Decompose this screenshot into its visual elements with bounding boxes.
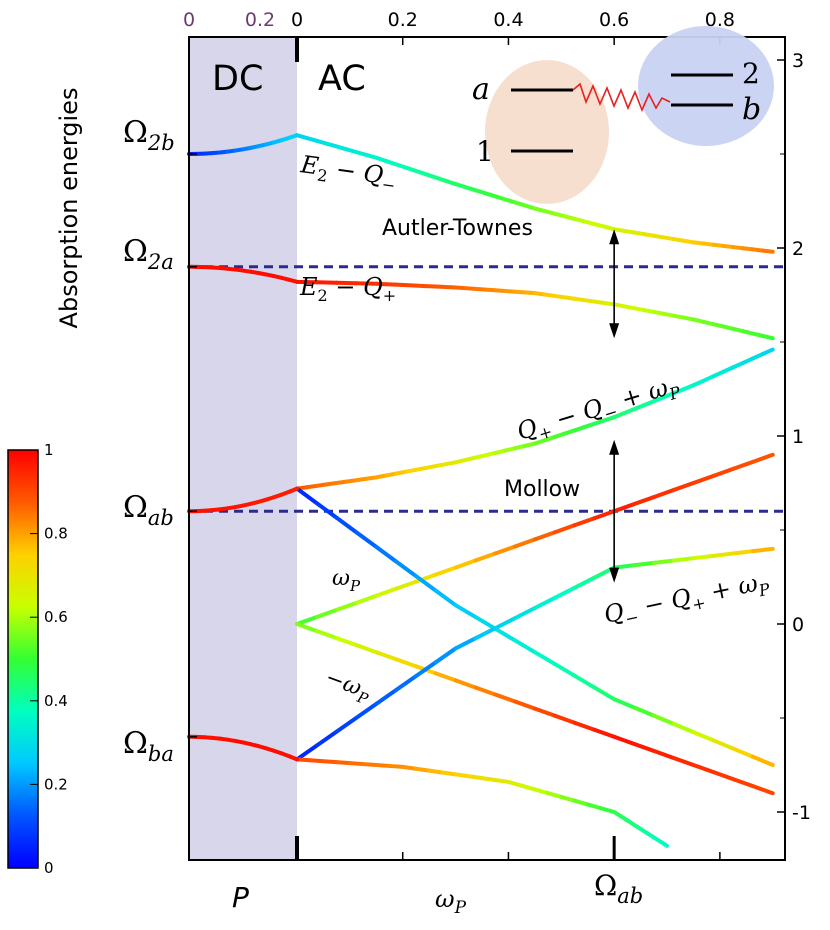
- dc-label: DC: [212, 59, 263, 99]
- double-arrow-1: [609, 439, 620, 583]
- y-tick-right-1: 0: [777, 614, 804, 636]
- level-label-ab: Ωab: [123, 490, 174, 530]
- svg-text:0.2: 0.2: [44, 775, 68, 793]
- x-tick-dc-0: 0: [183, 9, 195, 31]
- svg-text:0: 0: [44, 859, 54, 877]
- svg-text:-1: -1: [792, 802, 811, 824]
- svg-text:Ωba: Ωba: [123, 726, 174, 766]
- svg-text:0.8: 0.8: [705, 9, 735, 31]
- x-marker-omega-ab: Ωab: [594, 869, 643, 908]
- colorbar-tick-3: 0.6: [30, 608, 68, 626]
- inset-blob-left: [485, 60, 609, 204]
- svg-text:0.4: 0.4: [493, 9, 523, 31]
- y-tick-right-3: 2: [777, 238, 804, 260]
- svg-text:0.6: 0.6: [44, 608, 68, 626]
- svg-text:0.8: 0.8: [44, 525, 68, 543]
- inset-photon: [572, 82, 671, 113]
- ac-label: AC: [318, 59, 366, 99]
- x-tick-ac-0: 0: [291, 9, 303, 860]
- label-neg-omega-p: −ωP: [321, 665, 375, 708]
- colorbar-tick-5: 1: [30, 441, 54, 459]
- series-curve-3: [295, 452, 775, 626]
- x-tick-ac-2: 0.4: [493, 9, 524, 860]
- plot-frame: [188, 36, 786, 861]
- inset-label-1: 1: [476, 135, 494, 168]
- dc-curve-1: [187, 264, 299, 284]
- svg-text:0.6: 0.6: [599, 9, 629, 31]
- y-tick-right-2: 1: [777, 426, 804, 448]
- dc-curve-0: [187, 133, 299, 156]
- svg-text:0: 0: [792, 614, 804, 636]
- inset-diagram: a 1 2 b: [472, 26, 774, 204]
- mollow-label: Mollow: [504, 477, 580, 502]
- svg-text:Ωab: Ωab: [123, 490, 174, 530]
- colorbar-tick-0: 0: [30, 859, 54, 877]
- series-curve-2: [295, 347, 775, 491]
- svg-text:0: 0: [291, 9, 303, 31]
- colorbar: 0 0.2 0.4 0.6 0.8 1: [7, 441, 68, 877]
- y-tick-right-0: -1: [777, 802, 811, 824]
- x-label-dc: P: [232, 881, 249, 914]
- inset-label-b: b: [742, 92, 761, 127]
- colorbar-tick-2: 0.4: [30, 692, 68, 710]
- double-arrow-0: [609, 229, 620, 339]
- svg-text:1: 1: [792, 426, 804, 448]
- svg-text:2: 2: [792, 238, 804, 260]
- svg-text:Ω2a: Ω2a: [123, 234, 174, 274]
- colorbar-tick-4: 0.8: [30, 525, 68, 543]
- label-qminus-qplus-omega: Q− − Q+ + ωP: [601, 567, 771, 633]
- inset-blob-right: [638, 26, 774, 146]
- x-tick-dc-1: 0.2: [245, 9, 275, 31]
- level-label-2b: Ω2b: [123, 115, 175, 155]
- level-label-ba: Ωba: [123, 726, 174, 766]
- x-tick-ac-1: 0.2: [388, 9, 418, 860]
- label-qplus-qminus-omega: Q+ − Q− + ωP: [514, 370, 684, 450]
- label-omega-p: ωP: [332, 566, 361, 595]
- series-curve-7: [295, 757, 670, 848]
- colorbar-tick-1: 0.2: [30, 775, 68, 793]
- series-curve-0: [295, 133, 775, 254]
- svg-text:0.2: 0.2: [388, 9, 418, 31]
- label-e2-minus-qplus: E2 − Q+: [299, 273, 396, 305]
- svg-text:3: 3: [792, 50, 804, 72]
- x-label-ac: ωP: [435, 885, 467, 918]
- colorbar-gradient: [7, 449, 39, 869]
- svg-text:0.4: 0.4: [44, 692, 68, 710]
- inset-label-2: 2: [742, 57, 760, 90]
- label-e2-minus-qminus: E2 − Q−: [298, 150, 399, 195]
- series-curve-6: [295, 546, 775, 762]
- inset-label-a: a: [472, 72, 490, 107]
- svg-text:1: 1: [44, 441, 54, 459]
- series-curve-5: [295, 486, 775, 767]
- y-tick-right-4: 3: [777, 50, 804, 72]
- svg-text:Ω2b: Ω2b: [123, 115, 175, 155]
- series-curve-1: [295, 279, 775, 341]
- level-label-2a: Ω2a: [123, 234, 174, 274]
- autler-townes-label: Autler-Townes: [382, 216, 533, 241]
- series-curve-4: [295, 622, 775, 796]
- dc-region: [189, 37, 297, 860]
- y-axis-label: Absorption energies: [55, 88, 83, 329]
